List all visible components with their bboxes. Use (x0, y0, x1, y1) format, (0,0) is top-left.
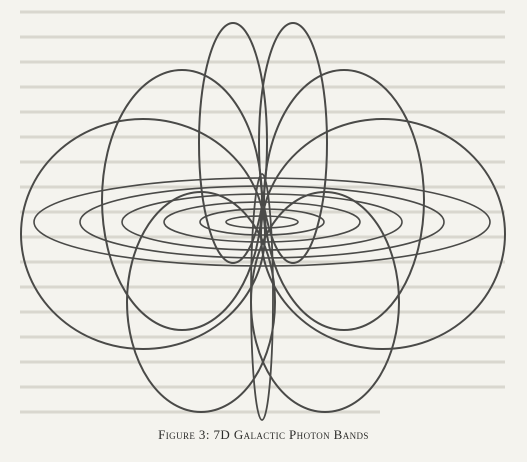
plane-ring-6 (33, 177, 491, 267)
figure-caption: Figure 3: 7D Galactic Photon Bands (158, 427, 369, 442)
photon-loop-mid-left (101, 69, 263, 331)
photon-band-loops (20, 22, 506, 421)
photon-loop-lower-left (126, 191, 276, 413)
photon-loop-upper-right (258, 22, 328, 264)
background-text-lines (20, 10, 505, 414)
photon-loop-outer-right (260, 118, 506, 350)
photon-loop-upper-left (198, 22, 268, 264)
photon-loop-mid-right (263, 69, 425, 331)
photon-loop-lower-right (250, 191, 400, 413)
photon-loop-outer-left (20, 118, 266, 350)
